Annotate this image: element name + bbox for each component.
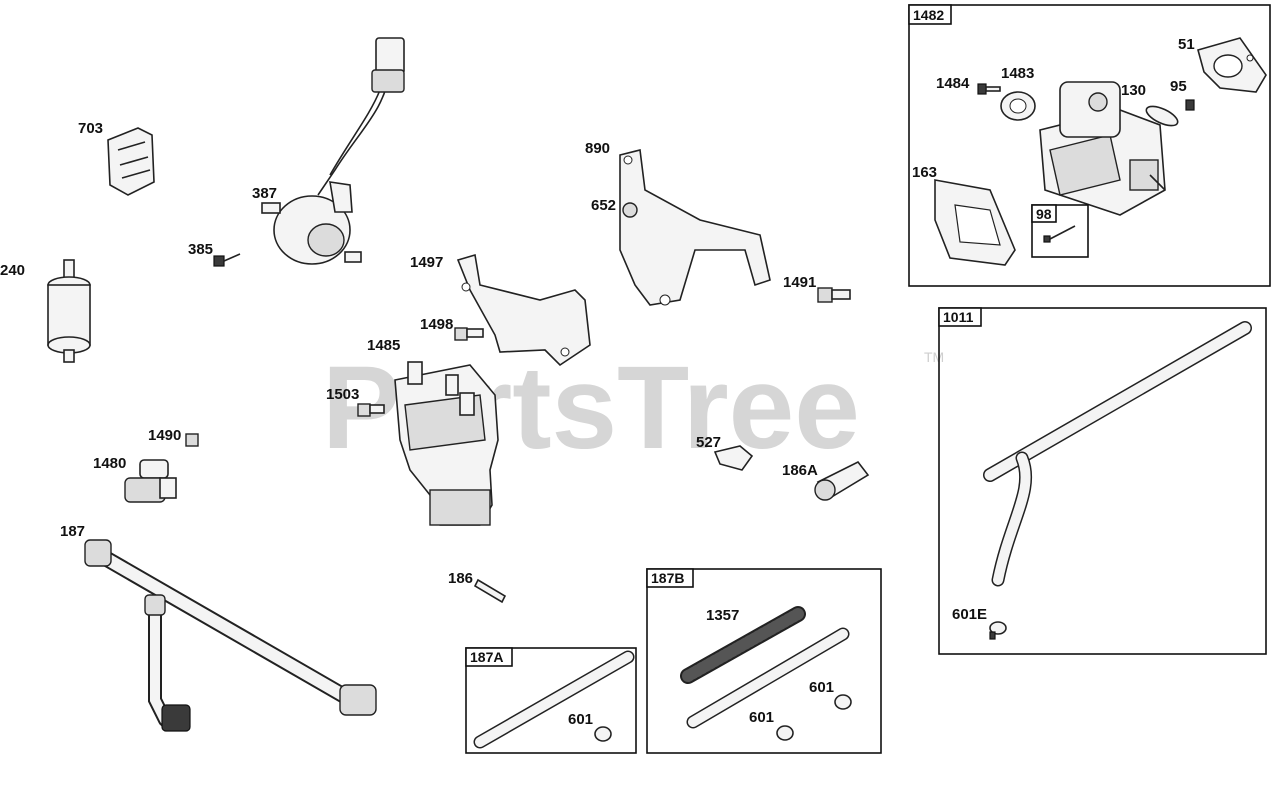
callout-1498: 1498 [420, 316, 453, 333]
part-1484-bolt[interactable] [977, 83, 1001, 95]
callout-601-b2: 601 [809, 679, 834, 696]
callout-187: 187 [60, 523, 85, 540]
part-187-fuel-hose-assembly[interactable] [84, 539, 377, 732]
callout-601-b1: 601 [749, 709, 774, 726]
part-601-clamp-b1[interactable] [776, 725, 794, 741]
kit-box-1482-tab [908, 4, 952, 25]
kit-box-187b-tab [646, 568, 694, 588]
part-1480-injector[interactable] [124, 459, 177, 503]
callout-1490: 1490 [148, 427, 181, 444]
callout-652: 652 [591, 197, 616, 214]
part-1498-bolt[interactable] [454, 327, 484, 341]
kit-box-187b [646, 568, 882, 754]
callout-601-a: 601 [568, 711, 593, 728]
callout-186a: 186A [782, 462, 818, 479]
kit-label-187b: 187B [651, 570, 684, 586]
callout-1480: 1480 [93, 455, 126, 472]
kit-box-1011 [938, 307, 1267, 655]
part-527-clip[interactable] [713, 445, 754, 471]
part-130-plate[interactable] [1144, 102, 1181, 129]
part-240-fuel-filter[interactable] [47, 259, 91, 363]
callout-1491: 1491 [783, 274, 816, 291]
part-1485-fuel-module[interactable] [394, 361, 499, 526]
kit-label-187a: 187A [470, 649, 503, 665]
callout-890: 890 [585, 140, 610, 157]
callout-601e: 601E [952, 606, 987, 623]
kit-box-1011-tab [938, 307, 982, 327]
part-186-connector[interactable] [473, 578, 507, 604]
part-1497-bracket[interactable] [456, 253, 591, 367]
part-186a-fitting[interactable] [814, 460, 870, 501]
callout-51: 51 [1178, 36, 1195, 53]
callout-703: 703 [78, 120, 103, 137]
part-95-screw[interactable] [1185, 99, 1195, 111]
part-703-clip[interactable] [107, 127, 155, 196]
kit-box-187a-tab [465, 647, 513, 667]
callout-1497: 1497 [410, 254, 443, 271]
kit-label-98: 98 [1036, 206, 1052, 222]
part-652-nut[interactable] [622, 202, 638, 218]
callout-1503: 1503 [326, 386, 359, 403]
kit-label-1011: 1011 [943, 309, 974, 325]
part-51-gasket[interactable] [1197, 37, 1267, 93]
kit-box-98 [1031, 204, 1089, 258]
callout-240: 240 [0, 262, 25, 279]
part-601-clamp-a[interactable] [594, 726, 612, 742]
callout-130: 130 [1121, 82, 1146, 99]
kit-box-187a [465, 647, 637, 754]
part-1357-spring-sleeve[interactable] [680, 606, 806, 684]
part-601e-clamp[interactable] [989, 621, 1007, 640]
part-387-fuel-pump[interactable] [261, 37, 405, 265]
callout-95: 95 [1170, 78, 1187, 95]
part-98-screw[interactable] [1043, 225, 1076, 243]
kit-box-98-tab [1031, 204, 1057, 223]
callout-385: 385 [188, 241, 213, 258]
part-187a-hose[interactable] [473, 650, 635, 749]
kit-box-1482 [908, 4, 1271, 287]
part-163-gasket[interactable] [934, 179, 1016, 266]
watermark-trademark: TM [924, 349, 944, 365]
callout-163: 163 [912, 164, 937, 181]
part-1483-spacer[interactable] [1000, 91, 1036, 121]
kit-label-1482: 1482 [913, 7, 944, 23]
callout-527: 527 [696, 434, 721, 451]
part-601-clamp-b2[interactable] [834, 694, 852, 710]
callout-186: 186 [448, 570, 473, 587]
part-1503-bolt[interactable] [357, 403, 385, 417]
part-385-screw[interactable] [213, 253, 241, 267]
part-1490-nut[interactable] [185, 433, 199, 447]
callout-1485: 1485 [367, 337, 400, 354]
part-890-bracket[interactable] [619, 149, 771, 306]
part-1482-throttle-body[interactable] [1039, 81, 1166, 216]
callout-1357: 1357 [706, 607, 739, 624]
part-1011-fuel-line[interactable] [983, 321, 1252, 587]
part-187b-hose[interactable] [686, 627, 850, 729]
part-1491-bolt[interactable] [817, 287, 851, 303]
callout-1483: 1483 [1001, 65, 1034, 82]
callout-1484: 1484 [936, 75, 970, 92]
callout-387: 387 [252, 185, 277, 202]
